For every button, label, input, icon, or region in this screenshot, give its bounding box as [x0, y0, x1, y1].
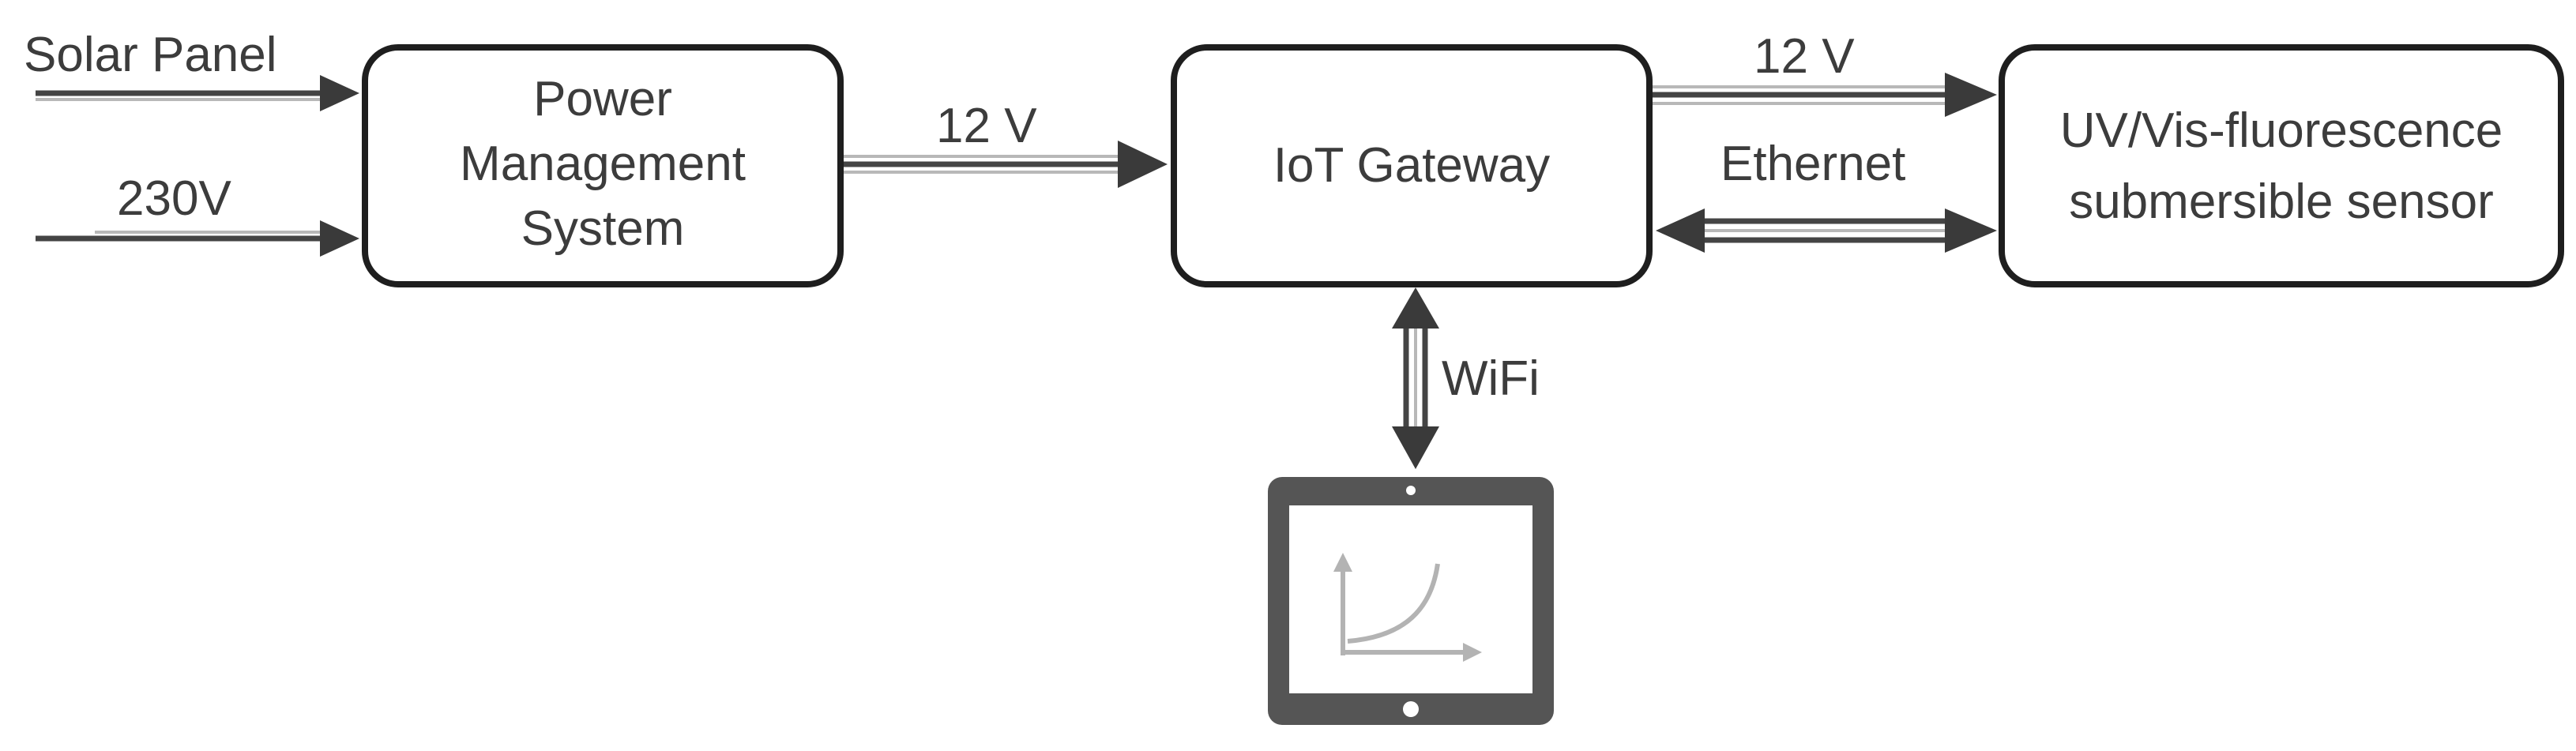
power-management-node: Power Management System — [362, 44, 844, 287]
pms-to-gateway-edge: 12 V — [844, 99, 1168, 188]
solar-panel-input: Solar Panel — [24, 28, 359, 111]
sensor-box — [1999, 44, 2564, 287]
mains-input: 230V — [36, 171, 359, 257]
solar-panel-label: Solar Panel — [24, 28, 277, 82]
sensor-node: UV/Vis-fluorescence submersible sensor — [1999, 44, 2564, 287]
gateway-to-sensor-power-label: 12 V — [1754, 29, 1855, 84]
sensor-label-line1: UV/Vis-fluorescence — [2060, 103, 2503, 158]
gateway-tablet-label: WiFi — [1442, 351, 1540, 406]
mains-label: 230V — [117, 171, 231, 226]
power-management-box — [362, 44, 844, 287]
iot-gateway-node: IoT Gateway — [1171, 44, 1653, 287]
gateway-tablet-arrowhead-down — [1392, 426, 1439, 469]
tablet-camera — [1406, 486, 1416, 495]
chart-icon — [1333, 553, 1482, 662]
power-management-label-line3: System — [521, 201, 685, 256]
pms-to-gateway-label: 12 V — [936, 99, 1037, 153]
power-management-label-line1: Power — [533, 72, 672, 126]
tablet-home-button — [1403, 701, 1419, 717]
gateway-sensor-data-label: Ethernet — [1720, 137, 1905, 191]
gateway-tablet-arrowhead-up — [1392, 287, 1439, 329]
gateway-to-sensor-power-edge: 12 V — [1653, 29, 1997, 117]
solar-panel-arrowhead — [320, 75, 359, 111]
iot-gateway-label: IoT Gateway — [1273, 138, 1550, 193]
sensor-label-line2: submersible sensor — [2069, 175, 2494, 229]
power-management-label-line2: Management — [460, 137, 746, 191]
gateway-sensor-data-arrowhead-left — [1656, 208, 1705, 253]
gateway-to-sensor-power-arrowhead — [1945, 73, 1997, 117]
gateway-sensor-data-arrowhead-right — [1945, 208, 1997, 253]
mains-arrowhead — [320, 220, 359, 257]
tablet-screen — [1289, 505, 1532, 693]
tablet-with-chart-icon — [1268, 477, 1554, 725]
gateway-sensor-data-edge: Ethernet — [1656, 137, 1997, 253]
pms-to-gateway-arrowhead — [1118, 141, 1168, 188]
gateway-tablet-edge: WiFi — [1392, 287, 1540, 469]
iot-gateway-box — [1171, 44, 1653, 287]
